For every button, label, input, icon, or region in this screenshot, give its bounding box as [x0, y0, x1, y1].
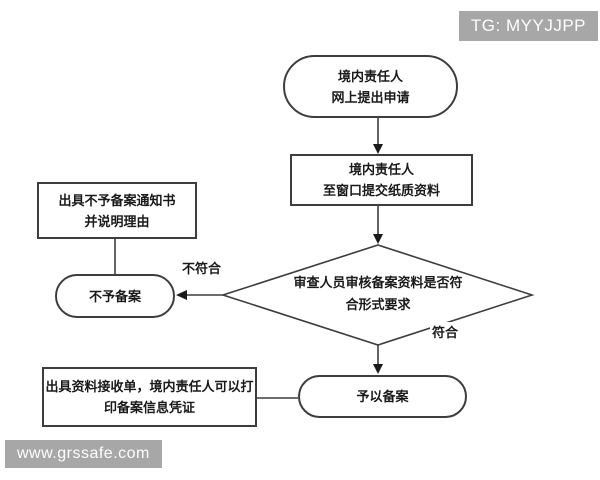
node-submit-paper-line1: 境内责任人 — [348, 162, 414, 177]
node-receipt-line1: 出具资料接收单，境内责任人可以打 — [45, 379, 254, 394]
node-online-apply: 境内责任人 网上提出申请 — [283, 55, 458, 118]
node-online-apply-line2: 网上提出申请 — [331, 89, 410, 105]
node-reject-notice: 出具不予备案通知书 并说明理由 — [37, 182, 197, 239]
arrowhead-review-approve — [373, 364, 383, 374]
tg-badge: TG: MYYJJPP — [458, 11, 598, 41]
arrowhead-review-reject — [176, 290, 187, 300]
arrowhead-submit-review — [373, 234, 383, 244]
node-approve: 予以备案 — [298, 375, 467, 418]
edge-label-conform: 符合 — [430, 322, 461, 341]
node-submit-paper-line2: 至窗口提交纸质资料 — [322, 183, 440, 198]
node-reject-notice-line2: 并说明理由 — [84, 213, 150, 229]
node-submit-paper: 境内责任人 至窗口提交纸质资料 — [290, 154, 473, 206]
node-reject: 不予备案 — [55, 274, 175, 318]
node-receipt: 出具资料接收单，境内责任人可以打 印备案信息凭证 — [42, 367, 257, 427]
arrowhead-apply-submit — [373, 144, 383, 154]
site-watermark: www.grssafe.com — [5, 440, 162, 468]
node-approve-label: 予以备案 — [356, 389, 409, 404]
node-online-apply-line1: 境内责任人 — [337, 68, 403, 84]
node-review-line1: 审查人员审核备案资料是否符 — [293, 275, 463, 290]
node-review-decision: 审查人员审核备案资料是否符 合形式要求 — [238, 266, 518, 322]
node-reject-notice-line1: 出具不予备案通知书 — [58, 192, 176, 208]
edge-label-not-conform: 不符合 — [180, 258, 224, 277]
node-receipt-line2: 印备案信息凭证 — [103, 400, 195, 415]
node-reject-label: 不予备案 — [88, 288, 141, 304]
node-review-line2: 合形式要求 — [345, 297, 411, 312]
